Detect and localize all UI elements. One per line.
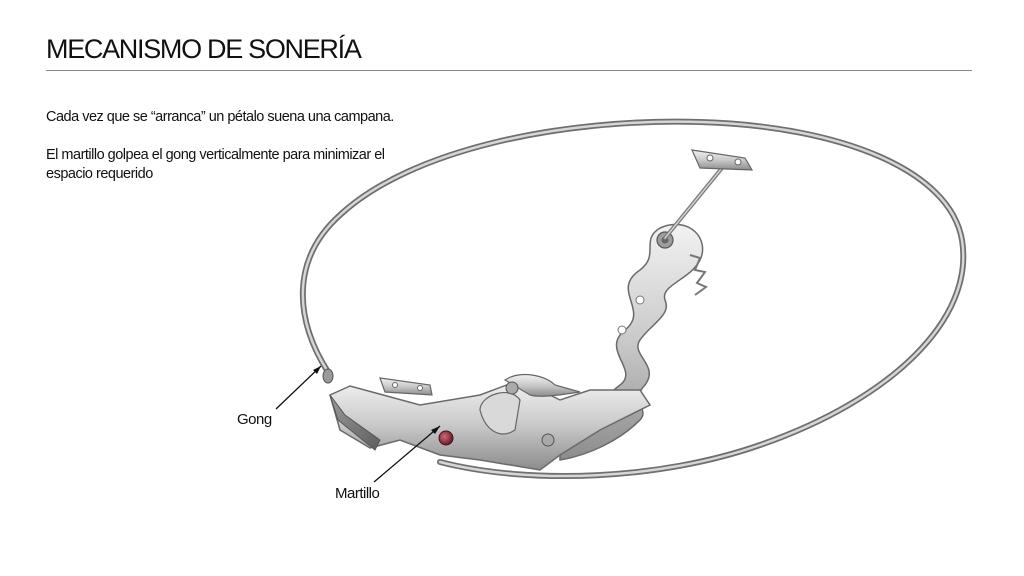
hammer-leader-line xyxy=(373,425,441,483)
gong-wire xyxy=(299,118,967,480)
gong-leader-line xyxy=(275,365,322,410)
description-paragraph-2: El martillo golpea el gong verticalmente… xyxy=(46,147,385,182)
hammer-assembly xyxy=(329,373,652,471)
description-paragraph-1: Cada vez que se “arranca” un pétalo suen… xyxy=(46,109,394,125)
thin-lever xyxy=(663,149,754,240)
slide-title: MECANISMO DE SONERÍA xyxy=(46,34,362,64)
hammer-label: Martillo xyxy=(335,485,380,502)
title-divider xyxy=(46,70,972,71)
gong-label: Gong xyxy=(237,411,272,428)
ruby-jewel xyxy=(438,430,454,446)
